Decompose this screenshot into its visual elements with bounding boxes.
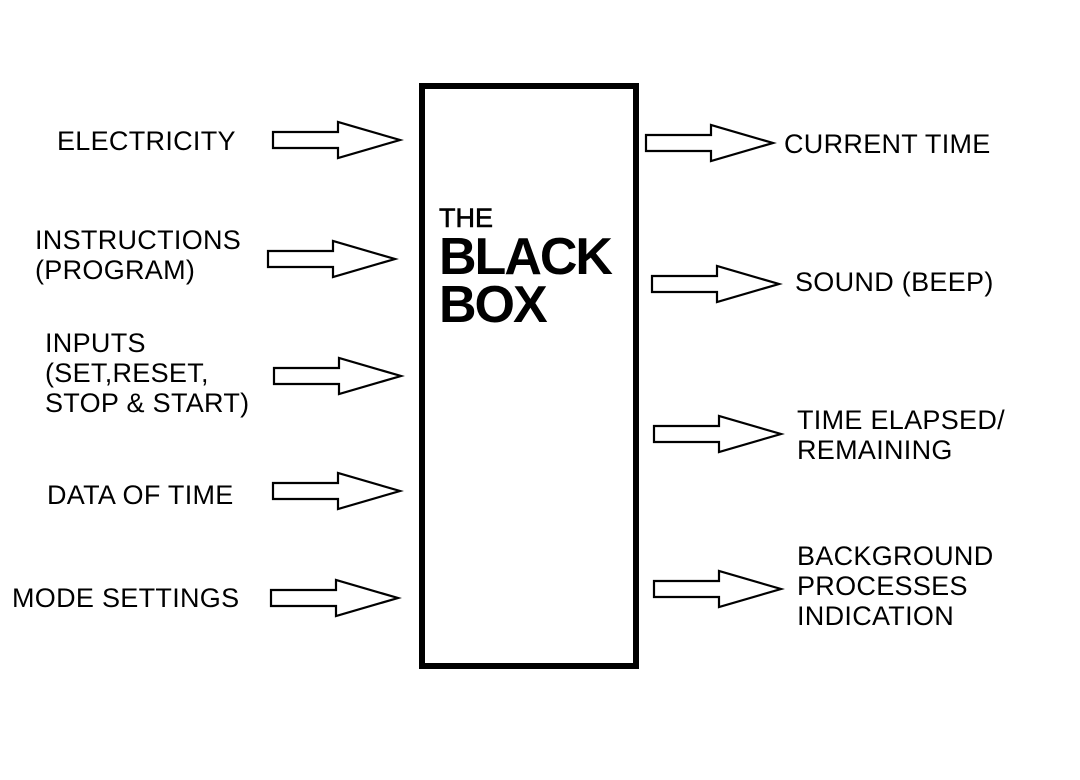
output-label-line: SOUND (BEEP) bbox=[795, 267, 994, 297]
black-box-title: THE BLACK BOX bbox=[439, 203, 613, 334]
output-label-current-time: CURRENT TIME bbox=[784, 129, 991, 159]
input-arrow-instructions bbox=[266, 239, 399, 279]
input-label-data-of-time: DATA OF TIME bbox=[47, 480, 234, 510]
input-arrow-electricity bbox=[271, 120, 404, 160]
output-label-time-elapsed: TIME ELAPSED/ REMAINING bbox=[797, 405, 1005, 465]
output-label-line: PROCESSES bbox=[797, 571, 968, 601]
output-label-sound: SOUND (BEEP) bbox=[795, 267, 994, 297]
black-box-title-the: THE bbox=[439, 203, 494, 233]
input-label-line: INSTRUCTIONS bbox=[35, 225, 242, 255]
input-label-line: (SET,RESET, bbox=[45, 358, 209, 388]
input-label-instructions: INSTRUCTIONS (PROGRAM) bbox=[35, 225, 241, 285]
output-label-background: BACKGROUND PROCESSES INDICATION bbox=[797, 541, 994, 631]
black-box-title-black: BLACK bbox=[439, 228, 613, 286]
output-arrow-background bbox=[652, 569, 785, 609]
input-label-electricity: ELECTRICITY bbox=[57, 126, 236, 156]
output-arrow-sound bbox=[650, 264, 783, 304]
input-label-inputs: INPUTS (SET,RESET, STOP & START) bbox=[45, 328, 249, 418]
input-label-line: ELECTRICITY bbox=[57, 126, 236, 156]
output-label-line: CURRENT TIME bbox=[784, 129, 991, 159]
output-arrow-time-elapsed bbox=[652, 414, 785, 454]
black-box-title-box: BOX bbox=[439, 276, 548, 334]
input-arrow-inputs bbox=[272, 356, 405, 396]
output-label-line: INDICATION bbox=[797, 601, 954, 631]
output-label-line: TIME ELAPSED/ bbox=[797, 405, 1005, 435]
black-box: THE BLACK BOX bbox=[419, 83, 639, 669]
output-arrow-current-time bbox=[644, 123, 777, 163]
output-label-line: REMAINING bbox=[797, 435, 953, 465]
input-label-line: DATA OF TIME bbox=[47, 480, 234, 510]
input-label-line: (PROGRAM) bbox=[35, 255, 196, 285]
input-arrow-data-of-time bbox=[271, 471, 404, 511]
input-arrow-mode-settings bbox=[269, 578, 402, 618]
output-label-line: BACKGROUND bbox=[797, 541, 994, 571]
input-label-line: MODE SETTINGS bbox=[12, 583, 240, 613]
input-label-line: STOP & START) bbox=[45, 388, 250, 418]
input-label-line: INPUTS bbox=[45, 328, 146, 358]
input-label-mode-settings: MODE SETTINGS bbox=[12, 583, 239, 613]
